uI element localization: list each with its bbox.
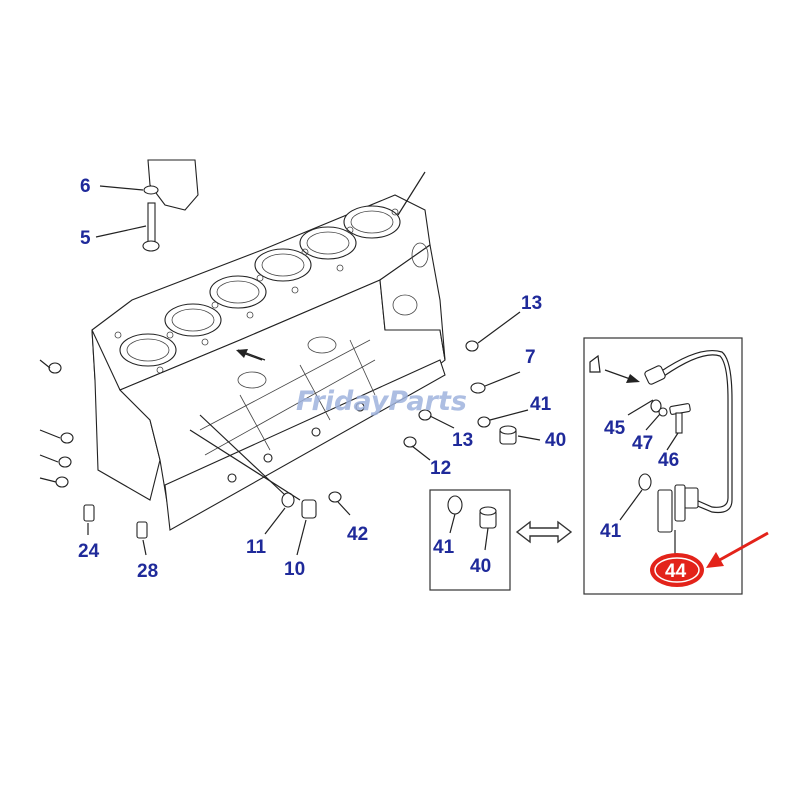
label-5: 5 — [80, 228, 91, 249]
cylinder-bores — [119, 205, 401, 367]
plug-42 — [328, 491, 342, 503]
bolt-5 — [142, 202, 160, 252]
plug-13-mid — [418, 409, 432, 421]
leader-lines — [39, 171, 541, 556]
label-41-sensor: 41 — [600, 521, 622, 542]
plug-13-top — [465, 340, 479, 352]
label-42: 42 — [347, 524, 368, 545]
label-41-top: 41 — [530, 394, 552, 415]
engine-block — [91, 159, 446, 531]
label-6: 6 — [80, 176, 91, 197]
label-41-inset: 41 — [433, 537, 455, 558]
plug-40-inset — [479, 506, 497, 529]
label-40-top: 40 — [545, 430, 566, 451]
label-47: 47 — [632, 433, 653, 454]
plug-10 — [301, 499, 317, 519]
label-13-mid: 13 — [452, 430, 473, 451]
insert-arrow — [236, 349, 263, 361]
watermark-logo: FridayParts — [296, 386, 467, 417]
pin-24 — [83, 504, 95, 522]
left-side-bolts — [48, 362, 74, 488]
label-7: 7 — [525, 347, 536, 368]
pin-28 — [136, 521, 148, 539]
double-arrow-icon — [515, 520, 573, 544]
washer-6 — [143, 185, 159, 195]
label-44: 44 — [665, 561, 687, 582]
red-pointer-arrow — [706, 531, 769, 568]
label-40-inset: 40 — [470, 556, 491, 577]
sensor-44 — [657, 484, 699, 533]
label-11: 11 — [246, 537, 267, 558]
plug-41-top — [477, 416, 491, 428]
plug-40-top — [499, 425, 517, 445]
plug-12 — [403, 436, 417, 448]
inset-box-sensor — [583, 337, 743, 595]
callout-labels: 6 5 13 7 41 13 40 12 42 11 10 24 28 41 4… — [78, 176, 687, 582]
label-28: 28 — [137, 561, 158, 582]
label-24: 24 — [78, 541, 100, 562]
label-45: 45 — [604, 418, 626, 439]
label-46: 46 — [658, 450, 679, 471]
highlight-44 — [650, 553, 704, 587]
plug-7 — [470, 382, 486, 394]
label-12: 12 — [430, 458, 451, 479]
label-10: 10 — [284, 559, 305, 580]
label-13-top: 13 — [521, 293, 542, 314]
bolt-46 — [669, 403, 691, 434]
inset-box-alternative — [429, 489, 511, 591]
